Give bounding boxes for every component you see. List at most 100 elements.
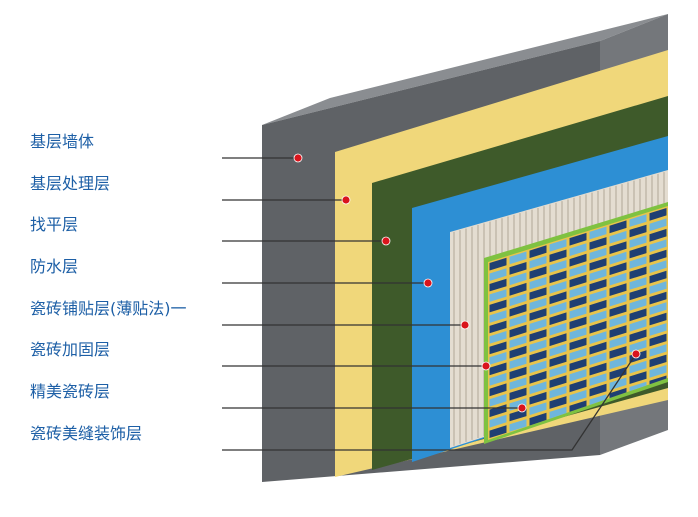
- tile: [489, 257, 507, 271]
- label-base-wall: 基层墙体: [30, 132, 95, 151]
- tile: [509, 293, 527, 307]
- tile: [629, 256, 647, 269]
- tile: [649, 312, 667, 326]
- tile: [569, 264, 587, 277]
- tile: [549, 301, 567, 315]
- tile: [609, 335, 627, 349]
- tile: [569, 400, 587, 414]
- tile: [609, 272, 627, 286]
- tile: [549, 385, 567, 399]
- tile: [569, 348, 587, 361]
- tile: [489, 278, 507, 292]
- tile-grid: [489, 208, 667, 438]
- tile: [609, 220, 627, 234]
- tile: [589, 310, 607, 324]
- tile: [529, 329, 547, 342]
- tile: [609, 346, 627, 359]
- tile: [629, 235, 647, 248]
- tile: [629, 339, 647, 353]
- tile: [569, 337, 587, 351]
- marker-dot-base-treatment: [341, 195, 351, 205]
- tile: [529, 255, 547, 269]
- tile: [529, 339, 547, 353]
- tile: [549, 354, 567, 367]
- tile: [509, 377, 527, 390]
- tile: [549, 364, 567, 378]
- tile: [629, 287, 647, 301]
- tile: [649, 270, 667, 284]
- tile: [629, 318, 647, 332]
- tile: [529, 391, 547, 405]
- tile: [609, 262, 627, 276]
- tile: [489, 268, 507, 281]
- tile: [589, 299, 607, 313]
- tile: [489, 352, 507, 365]
- tile: [549, 291, 567, 305]
- tile: [489, 372, 507, 386]
- label-leveling-layer: 找平层: [30, 215, 79, 234]
- tile: [649, 291, 667, 305]
- tile: [609, 283, 627, 296]
- label-base-treatment-layer: 基层处理层: [30, 174, 111, 193]
- tile: [489, 425, 507, 438]
- tile: [509, 303, 527, 317]
- marker-dots: [293, 153, 641, 413]
- tile: [489, 383, 507, 397]
- tile: [489, 320, 507, 334]
- tile: [629, 266, 647, 280]
- tile: [649, 218, 667, 232]
- tile: [509, 366, 527, 380]
- tile: [589, 237, 607, 250]
- tile: [609, 356, 627, 370]
- tile: [489, 331, 507, 344]
- tile: [589, 279, 607, 292]
- tile: [569, 379, 587, 393]
- tile: [589, 258, 607, 271]
- tile: [629, 371, 647, 384]
- tile: [549, 333, 567, 347]
- tile: [589, 331, 607, 345]
- tile: [529, 318, 547, 332]
- tile: [529, 297, 547, 311]
- tile: [569, 306, 587, 319]
- tile: [589, 352, 607, 365]
- tile: [589, 373, 607, 386]
- tile: [549, 239, 567, 252]
- tile: [509, 335, 527, 348]
- tile: [549, 281, 567, 294]
- tile: [629, 329, 647, 343]
- tile: [549, 249, 567, 263]
- tile: [649, 281, 667, 294]
- tile: [649, 302, 667, 315]
- tile: [569, 389, 587, 403]
- marker-dot-grout: [631, 349, 641, 359]
- label-tile-layer: 精美瓷砖层: [30, 382, 111, 401]
- tile: [529, 287, 547, 300]
- tile: [509, 419, 527, 432]
- tile: [589, 383, 607, 397]
- tile: [629, 360, 647, 374]
- marker-dot-reinforcement: [481, 361, 491, 371]
- tile: [549, 322, 567, 336]
- tile: [649, 239, 667, 253]
- tile: [569, 232, 587, 246]
- tile: [529, 370, 547, 384]
- tile: [549, 375, 567, 388]
- tile: [529, 360, 547, 374]
- tile: [529, 266, 547, 279]
- tile: [589, 341, 607, 355]
- tile: [569, 327, 587, 340]
- tile: [649, 365, 667, 378]
- label-grout-decoration-layer: 瓷砖美缝装饰层: [30, 424, 143, 443]
- tile: [569, 316, 587, 330]
- tile: [509, 272, 527, 286]
- tile: [569, 358, 587, 372]
- tile: [509, 387, 527, 401]
- leader-lines: [222, 157, 637, 451]
- tile: [649, 344, 667, 357]
- tile: [629, 298, 647, 311]
- tile: [509, 262, 527, 275]
- tile: [509, 356, 527, 369]
- tile: [649, 208, 667, 221]
